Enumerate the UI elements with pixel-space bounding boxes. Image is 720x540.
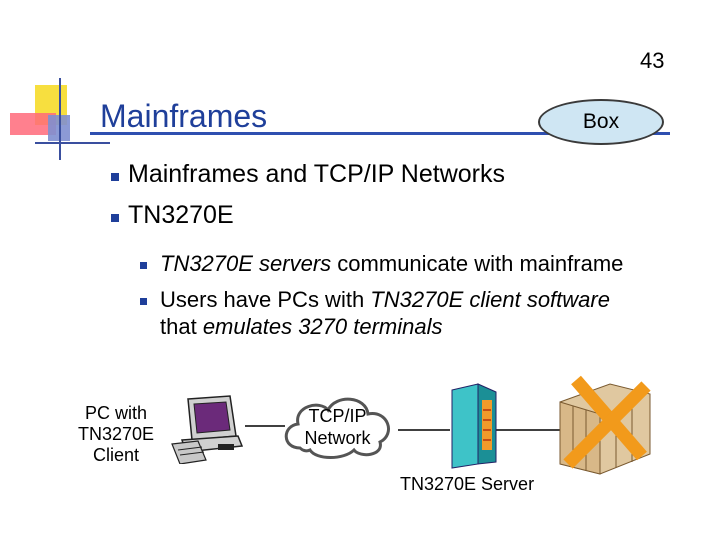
slide-title: Mainframes xyxy=(100,98,268,134)
pc-caption-line: TN3270E xyxy=(77,424,155,444)
sub-bullet-italic: TN3270E servers xyxy=(160,251,332,276)
sub-bullet-marker xyxy=(140,262,147,269)
box-label: Box xyxy=(582,110,620,133)
sub-bullet-lead: Users have PCs with xyxy=(160,287,371,312)
mainframe-icon xyxy=(559,375,651,475)
sub-bullet-marker xyxy=(140,298,147,305)
pc-caption-line: Client xyxy=(92,445,140,465)
page-number: 43 xyxy=(640,48,665,73)
title-decoration xyxy=(10,78,110,160)
sub-bullet-italic: emulates 3270 terminals xyxy=(202,314,443,339)
server-tower-icon xyxy=(451,383,497,469)
box-label-oval: Box xyxy=(538,99,664,145)
network-caption: TCP/IP Network xyxy=(285,405,390,449)
sub-bullet-text: TN3270E servers communicate with mainfra… xyxy=(160,251,623,277)
network-caption-line: TCP/IP xyxy=(308,406,367,426)
bullet-marker xyxy=(111,214,119,222)
pc-caption-line: PC with xyxy=(84,403,147,423)
bullet-text: Mainframes and TCP/IP Networks xyxy=(128,160,505,188)
sub-bullet-text-line2: that emulates 3270 terminals xyxy=(160,314,443,340)
pc-caption: PC with TN3270E Client xyxy=(70,403,162,466)
bullet-marker xyxy=(111,173,119,181)
server-caption: TN3270E Server xyxy=(400,474,535,494)
network-caption-line: Network xyxy=(304,428,371,448)
title-underline xyxy=(90,132,670,135)
sub-bullet-rest: communicate with mainframe xyxy=(331,251,624,276)
cloud-icon xyxy=(284,397,390,459)
sub-bullet-text: Users have PCs with TN3270E client softw… xyxy=(160,287,610,313)
sub-bullet-lead: that xyxy=(160,314,203,339)
sub-bullet-italic: TN3270E client software xyxy=(370,287,610,312)
bullet-text: TN3270E xyxy=(128,201,234,229)
pc-terminal-icon xyxy=(171,395,244,464)
